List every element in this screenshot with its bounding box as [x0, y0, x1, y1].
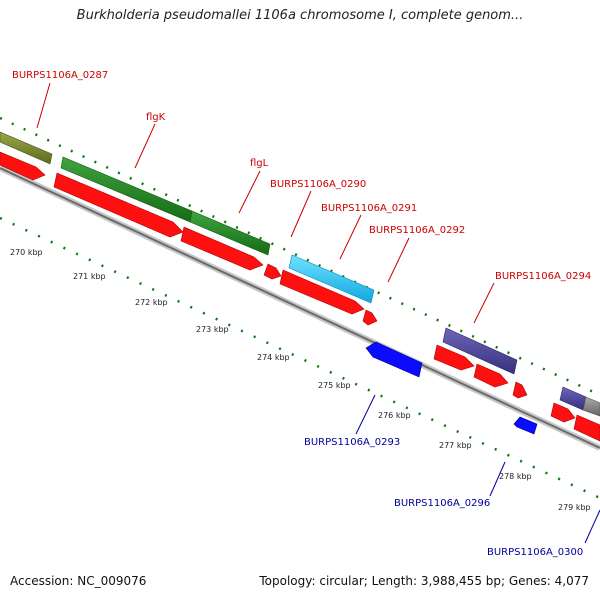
map-title: Burkholderia pseudomallei 1106a chromoso… — [76, 8, 524, 23]
kbp-label: 272 kbp — [135, 298, 168, 307]
kbp-label: 271 kbp — [73, 272, 106, 281]
kbp-label: 279 kbp — [558, 503, 591, 512]
topology-text: Topology: circular; Length: 3,988,455 bp… — [259, 574, 589, 588]
cds-arrow-0294-a[interactable] — [433, 344, 475, 371]
gene-labels: BURPS1106A_0287 flgK flgL BURPS1106A_029… — [12, 70, 591, 558]
gene-label-0291[interactable]: BURPS1106A_0291 — [321, 203, 417, 214]
gene-label-0296[interactable]: BURPS1106A_0296 — [394, 498, 490, 509]
feature-block-0287[interactable] — [0, 131, 53, 165]
reverse-cds-track — [365, 341, 538, 435]
cds-arrow-0294-b[interactable] — [473, 363, 509, 388]
gene-label-0290[interactable]: BURPS1106A_0290 — [270, 179, 366, 190]
kbp-label: 270 kbp — [10, 248, 43, 257]
label-leaders — [36, 82, 600, 544]
kbp-label: 275 kbp — [318, 381, 351, 390]
gene-label-0293[interactable]: BURPS1106A_0293 — [304, 437, 400, 448]
cds-arrow-right-2[interactable] — [573, 414, 600, 442]
gene-label-0300[interactable]: BURPS1106A_0300 — [487, 547, 583, 558]
cds-arrow-right-1[interactable] — [550, 402, 576, 423]
accession-text: Accession: NC_009076 — [10, 574, 147, 588]
cds-arrow-0293[interactable] — [365, 341, 423, 378]
kbp-label: 276 kbp — [378, 411, 411, 420]
kbp-label: 277 kbp — [439, 441, 472, 450]
cds-arrow-0296[interactable] — [513, 416, 538, 435]
gene-label-0294[interactable]: BURPS1106A_0294 — [495, 271, 591, 282]
gene-label-flgL[interactable]: flgL — [250, 158, 269, 169]
feature-block-right-2[interactable] — [582, 396, 600, 417]
kbp-label: 278 kbp — [499, 472, 532, 481]
cds-arrow-0292[interactable] — [362, 309, 378, 326]
gene-label-0292[interactable]: BURPS1106A_0292 — [369, 225, 465, 236]
forward-cds-track — [0, 151, 600, 442]
ruler-labels: 270 kbp 271 kbp 272 kbp 273 kbp 274 kbp … — [10, 248, 591, 512]
backbone — [0, 165, 600, 451]
feature-block-0294[interactable] — [442, 327, 518, 375]
feature-block-right-1[interactable] — [559, 386, 587, 411]
cds-arrow-small-1[interactable] — [263, 263, 282, 280]
cds-arrow-0287[interactable] — [0, 151, 46, 181]
feature-block-0290[interactable] — [288, 254, 375, 304]
gene-label-flgK[interactable]: flgK — [146, 112, 166, 123]
cds-arrow-small-2[interactable] — [512, 381, 528, 399]
cds-arrow-0291[interactable] — [279, 269, 365, 315]
gene-label-0287[interactable]: BURPS1106A_0287 — [12, 70, 108, 81]
kbp-label: 274 kbp — [257, 353, 290, 362]
gc-tick-row-outer — [0, 116, 600, 397]
cds-arrow-flgK[interactable] — [53, 172, 184, 238]
kbp-label: 273 kbp — [196, 325, 229, 334]
cds-arrow-flgL[interactable] — [180, 226, 264, 271]
feature-block-flgL[interactable] — [189, 210, 271, 256]
